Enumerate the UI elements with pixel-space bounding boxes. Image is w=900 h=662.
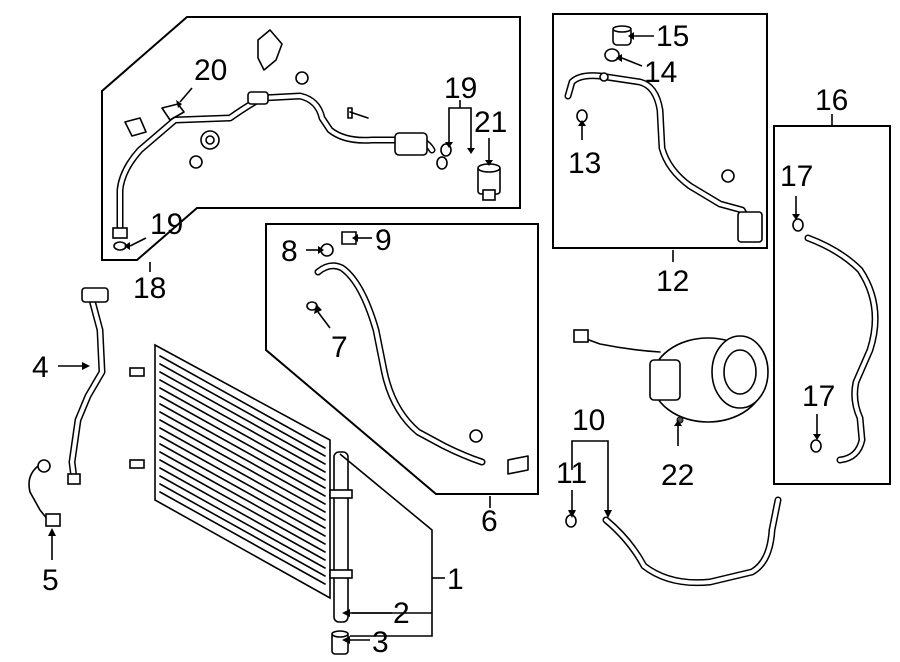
callout-14: 14 bbox=[644, 56, 677, 89]
suction-hose-18 bbox=[112, 29, 436, 239]
cap-3 bbox=[331, 630, 349, 655]
cap-14 bbox=[604, 48, 620, 62]
callout-19-upper: 19 bbox=[444, 72, 477, 105]
o-ring-11 bbox=[565, 514, 577, 528]
callout-1: 1 bbox=[447, 563, 464, 596]
arrow-heads bbox=[48, 32, 821, 644]
tube-4 bbox=[67, 287, 109, 485]
clip-9 bbox=[341, 231, 357, 245]
callout-5: 5 bbox=[42, 564, 59, 597]
group-12-frame bbox=[552, 13, 768, 249]
callout-21: 21 bbox=[474, 106, 507, 139]
callout-17-upper: 17 bbox=[780, 160, 813, 193]
callout-3: 3 bbox=[372, 626, 389, 659]
condenser-1 bbox=[129, 343, 331, 600]
group-18-frame bbox=[101, 16, 521, 261]
receiver-drier-2 bbox=[329, 451, 353, 623]
callout-13: 13 bbox=[568, 147, 601, 180]
callout-22: 22 bbox=[661, 459, 694, 492]
group-6-frame bbox=[265, 223, 539, 495]
callout-labels: 1 2 3 4 5 6 7 8 9 10 11 12 13 14 15 16 1… bbox=[32, 20, 848, 659]
callout-15: 15 bbox=[656, 20, 689, 53]
valve-21 bbox=[477, 163, 501, 201]
callout-6: 6 bbox=[481, 505, 498, 538]
sensor-5 bbox=[28, 459, 61, 527]
callout-11: 11 bbox=[556, 457, 587, 490]
hose-6 bbox=[314, 262, 529, 475]
callout-2: 2 bbox=[393, 597, 410, 630]
o-ring-17-lower bbox=[810, 439, 822, 453]
callout-17-lower: 17 bbox=[802, 380, 835, 413]
o-ring-17-upper bbox=[792, 218, 804, 232]
callout-8: 8 bbox=[281, 235, 298, 268]
compressor-22 bbox=[573, 329, 769, 424]
callout-19-lower: 19 bbox=[150, 208, 183, 241]
callout-7: 7 bbox=[331, 331, 348, 364]
callout-4: 4 bbox=[32, 351, 49, 384]
o-ring-pair-19 bbox=[436, 143, 452, 170]
callout-10: 10 bbox=[572, 404, 605, 437]
hose-16 bbox=[804, 234, 879, 464]
callout-9: 9 bbox=[375, 224, 392, 257]
callout-18: 18 bbox=[133, 272, 166, 305]
leader-lines bbox=[51, 35, 833, 641]
hose-10 bbox=[602, 496, 782, 587]
callout-16: 16 bbox=[815, 84, 848, 117]
callout-20: 20 bbox=[194, 54, 227, 87]
callout-12: 12 bbox=[656, 265, 689, 298]
cap-15 bbox=[612, 25, 632, 46]
hose-12 bbox=[564, 72, 763, 243]
